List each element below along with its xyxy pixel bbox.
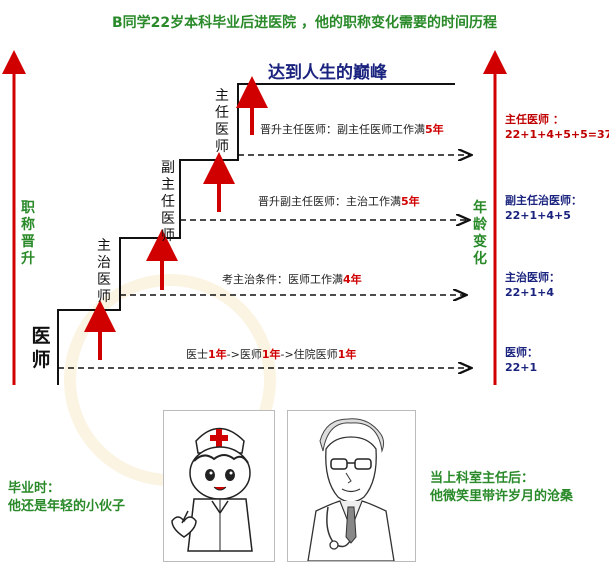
young-doctor-illustration: [171, 427, 253, 552]
condition-2: 考主治条件：医师工作满4年: [222, 273, 362, 286]
old-doctor-panel: [287, 410, 416, 562]
right-axis-label: 年龄变化: [473, 200, 487, 267]
age-label-associate: 副主任治医师：22+1+4+5: [505, 194, 582, 222]
condition-1: 医士1年->医师1年->住院医师1年: [186, 348, 357, 361]
step-label-associate: 副主任医师: [161, 160, 175, 244]
age-label-doctor: 医师：22+1: [505, 346, 538, 374]
step-label-chief: 主任医师: [215, 88, 229, 155]
career-staircase: [57, 83, 455, 385]
condition-3: 晋升副主任医师：主治工作满5年: [258, 195, 420, 208]
left-axis-label: 职称晋升: [21, 200, 35, 267]
condition-4: 晋升主任医师：副主任医师工作满5年: [260, 123, 444, 136]
age-label-attending: 主治医师：22+1+4: [505, 271, 560, 299]
career-diagram: [2, 50, 507, 385]
caption-right: 当上科室主任后：他微笑里带许岁月的沧桑: [430, 471, 574, 504]
step-label-attending: 主治医师: [97, 238, 111, 305]
step-label-doctor: 医师: [31, 325, 51, 371]
page-title: B同学22岁本科毕业后进医院 ，他的职称变化需要的时间历程: [111, 15, 498, 31]
old-doctor-illustration: [307, 418, 395, 562]
caption-left: 毕业时：他还是年轻的小伙子: [8, 481, 126, 514]
young-doctor-panel: [163, 410, 275, 562]
peak-label: 达到人生的巅峰: [268, 63, 387, 83]
age-label-chief: 主任医师 ：22+1+4+5+5=37: [505, 113, 609, 141]
